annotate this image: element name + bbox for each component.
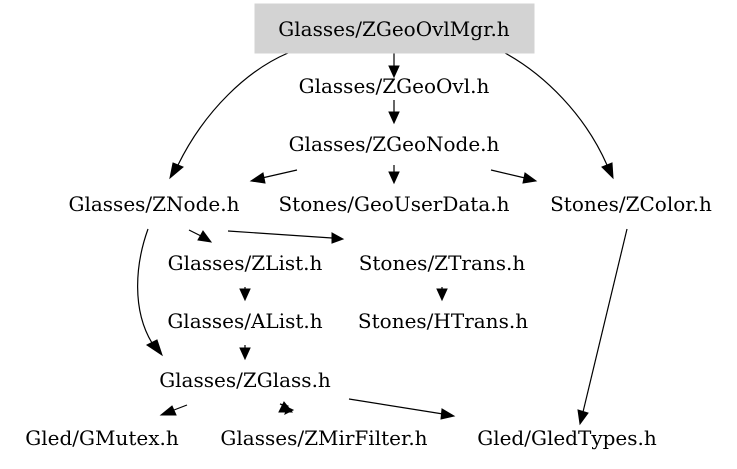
arrowhead	[169, 162, 184, 180]
edge-zgeoovlmgr-to-znode	[169, 52, 289, 180]
node-highlight-box	[254, 3, 535, 54]
node-label: Glasses/ZGeoOvlMgr.h	[278, 17, 510, 41]
arrowhead	[522, 172, 538, 184]
edge-zgeoovl-to-zgeonode	[388, 100, 400, 125]
node-label: Glasses/ZGeoNode.h	[289, 132, 500, 156]
edge-ztrans-to-htrans	[436, 287, 448, 302]
arrowhead	[239, 347, 251, 361]
arrowhead	[388, 65, 400, 79]
arrowhead	[249, 172, 266, 184]
arrowhead	[239, 288, 251, 302]
node-zglass[interactable]: Glasses/ZGlass.h	[159, 368, 331, 392]
edge-zgeonode-to-geouserdata	[388, 165, 400, 185]
edge-znode-to-zglass	[137, 228, 163, 357]
arrowhead	[146, 339, 163, 357]
node-gledtypes[interactable]: Gled/GledTypes.h	[477, 426, 657, 450]
edge-zglass-to-gmutex	[159, 404, 188, 416]
node-label: Glasses/AList.h	[167, 309, 322, 333]
node-zcolor[interactable]: Stones/ZColor.h	[550, 192, 712, 216]
edge-zglass-to-gledtypes	[348, 398, 456, 420]
node-label: Glasses/ZList.h	[168, 251, 323, 275]
node-label: Glasses/ZGeoOvl.h	[299, 74, 490, 98]
node-label: Stones/HTrans.h	[358, 309, 528, 333]
node-label: Gled/GledTypes.h	[477, 426, 657, 450]
arrowhead	[388, 111, 400, 125]
node-alist[interactable]: Glasses/AList.h	[167, 309, 322, 333]
node-geouserdata[interactable]: Stones/GeoUserData.h	[278, 192, 509, 216]
node-ztrans[interactable]: Stones/ZTrans.h	[359, 251, 526, 275]
graph-nodes: Glasses/ZGeoOvlMgr.h Glasses/ZGeoOvl.h G…	[25, 3, 712, 450]
arrowhead	[278, 401, 294, 413]
arrowhead	[331, 232, 345, 244]
node-zmirfilter[interactable]: Glasses/ZMirFilter.h	[220, 426, 427, 450]
node-znode[interactable]: Glasses/ZNode.h	[69, 192, 240, 216]
arrowhead	[159, 405, 177, 416]
node-zlist[interactable]: Glasses/ZList.h	[168, 251, 323, 275]
node-zgeoovlmgr[interactable]: Glasses/ZGeoOvlMgr.h	[254, 3, 535, 54]
node-htrans[interactable]: Stones/HTrans.h	[358, 309, 528, 333]
edge-znode-to-ztrans	[227, 230, 345, 244]
edge-alist-to-zglass	[239, 345, 251, 361]
edge-zgeonode-to-zcolor	[490, 169, 538, 184]
edge-zgeoovlmgr-to-zcolor	[504, 52, 614, 180]
arrowhead	[436, 288, 448, 302]
node-label: Stones/ZColor.h	[550, 192, 712, 216]
edge-zglass-to-zmirfilter	[278, 401, 295, 416]
edge-zgeoovlmgr-to-zgeoovl	[388, 53, 400, 79]
edge-zgeonode-to-znode	[249, 169, 298, 184]
node-zgeonode[interactable]: Glasses/ZGeoNode.h	[289, 132, 500, 156]
edge-zcolor-to-gledtypes	[577, 228, 628, 426]
node-label: Stones/GeoUserData.h	[278, 192, 509, 216]
node-label: Glasses/ZNode.h	[69, 192, 240, 216]
arrowhead	[388, 171, 400, 185]
arrowhead	[601, 162, 614, 180]
node-label: Glasses/ZGlass.h	[159, 368, 331, 392]
node-label: Stones/ZTrans.h	[359, 251, 526, 275]
arrowhead	[197, 230, 213, 243]
arrowhead	[440, 408, 456, 420]
node-label: Gled/GMutex.h	[25, 426, 179, 450]
edge-znode-to-zlist	[188, 229, 213, 243]
arrowhead	[577, 409, 589, 426]
node-label: Glasses/ZMirFilter.h	[220, 426, 427, 450]
node-gmutex[interactable]: Gled/GMutex.h	[25, 426, 179, 450]
graph-edges	[137, 52, 628, 426]
edge-zlist-to-alist	[239, 287, 251, 302]
node-zgeoovl[interactable]: Glasses/ZGeoOvl.h	[299, 74, 490, 98]
